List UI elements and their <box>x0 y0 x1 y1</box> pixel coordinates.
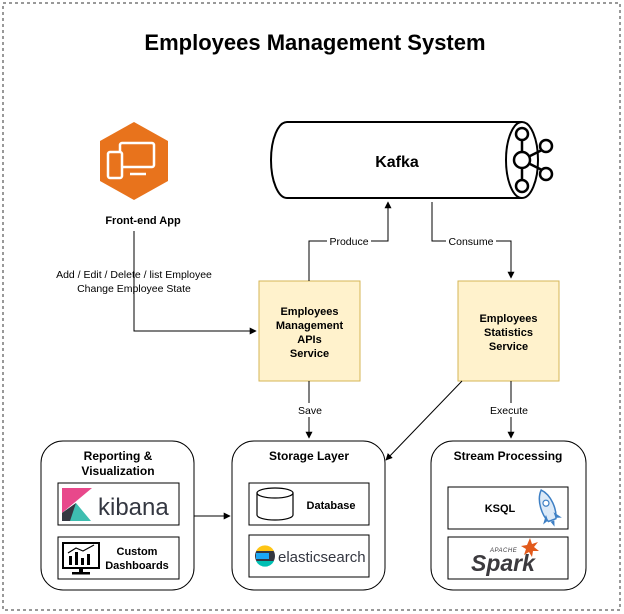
reporting-title-line1: Reporting & <box>84 449 153 463</box>
stats-service-line1: Employees <box>479 313 537 325</box>
stats-service-line3: Service <box>489 341 528 353</box>
stream-title: Stream Processing <box>454 449 563 463</box>
diagram-title: Employees Management System <box>144 30 485 55</box>
ksql-card[interactable]: KSQL <box>447 486 569 530</box>
kibana-text: kibana <box>98 494 169 521</box>
reporting-group[interactable]: Reporting & Visualization kibana <box>40 440 195 591</box>
stats-service-box <box>457 280 560 382</box>
reporting-title-line2: Visualization <box>81 464 154 478</box>
elasticsearch-logo-icon <box>255 545 275 567</box>
devices-icon <box>106 141 156 180</box>
apis-service-line4: Service <box>290 348 329 360</box>
save-label-bg <box>294 403 326 417</box>
storage-title: Storage Layer <box>269 449 349 463</box>
storage-group[interactable]: Storage Layer Database elasticsearch <box>231 440 386 591</box>
custom-dashboards-line1: Custom <box>117 546 158 558</box>
consume-label-bg <box>446 234 496 248</box>
ksql-label: KSQL <box>485 503 516 515</box>
kafka-cylinder-edge <box>505 121 523 199</box>
kafka-label: Kafka <box>375 154 419 171</box>
frontend-app-node[interactable]: Front-end App <box>100 122 181 227</box>
database-icon <box>256 487 294 521</box>
elasticsearch-text: elasticsearch <box>278 549 366 566</box>
spark-star-icon <box>521 538 539 557</box>
apis-service-box <box>258 280 361 382</box>
edge-frontend-to-apis <box>133 231 257 335</box>
spark-card-box <box>447 536 569 580</box>
execute-label-bg <box>486 403 532 417</box>
apis-service-line2: Management <box>276 320 344 332</box>
kibana-card[interactable]: kibana <box>57 482 180 526</box>
apis-service-line3: APIs <box>297 334 321 346</box>
rocket-icon <box>538 489 562 527</box>
elasticsearch-card[interactable]: elasticsearch <box>248 534 370 578</box>
database-label: Database <box>307 500 356 512</box>
dashboard-monitor-icon <box>62 542 100 575</box>
edge-stats-to-storage <box>385 380 463 461</box>
stats-service-line2: Statistics <box>484 327 533 339</box>
consume-label: Consume <box>449 236 494 248</box>
custom-dashboards-card[interactable]: Custom Dashboards <box>57 536 180 580</box>
apis-service-node[interactable]: Employees Management APIs Service <box>258 280 361 382</box>
spark-card[interactable]: APACHE Spark <box>447 536 569 580</box>
frontend-label: Front-end App <box>105 215 181 227</box>
produce-label-bg <box>327 234 371 248</box>
frontend-hexagon <box>100 122 168 200</box>
kibana-logo-icon <box>62 488 92 521</box>
execute-label: Execute <box>490 405 528 417</box>
produce-label: Produce <box>329 236 368 248</box>
spark-apache-tag: APACHE <box>489 548 518 554</box>
save-label: Save <box>298 405 322 417</box>
custom-dashboards-line2: Dashboards <box>105 560 169 572</box>
kafka-node[interactable]: Kafka <box>270 121 554 199</box>
apis-service-line1: Employees <box>280 306 338 318</box>
kafka-logo-icon <box>512 126 554 194</box>
stream-group[interactable]: Stream Processing KSQL APACHE Spark <box>430 440 587 591</box>
database-card[interactable]: Database <box>248 482 370 526</box>
spark-text: Spark <box>471 550 536 576</box>
stats-service-node[interactable]: Employees Statistics Service <box>457 280 560 382</box>
